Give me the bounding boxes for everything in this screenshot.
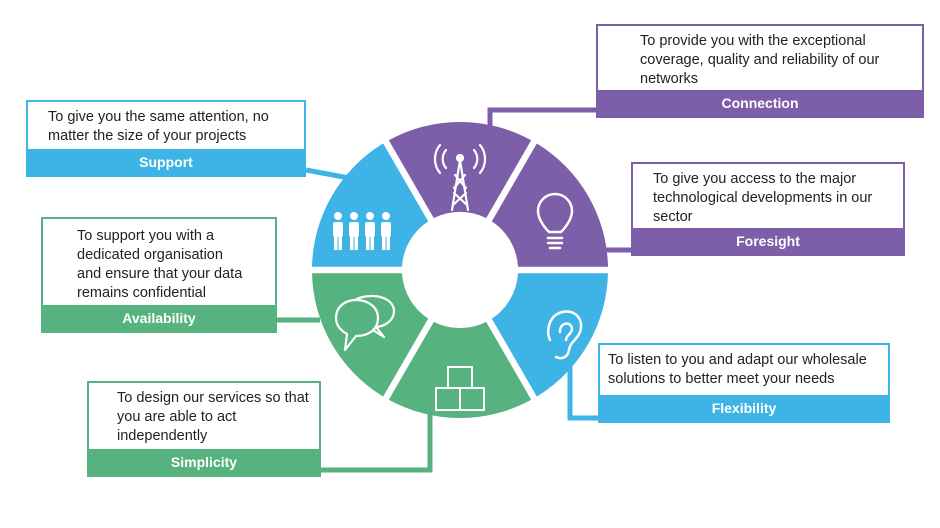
availability-title: Availability: [43, 305, 275, 331]
support-title: Support: [28, 149, 304, 175]
ear-icon: [546, 310, 583, 360]
people-icon: [333, 212, 391, 250]
flexibility-title: Flexibility: [600, 395, 888, 421]
connector-line: [321, 392, 433, 473]
support-card: To give you the same attention, no matte…: [26, 100, 306, 177]
support-description: To give you the same attention, no matte…: [48, 109, 269, 144]
foresight-title: Foresight: [633, 228, 903, 254]
simplicity-title: Simplicity: [89, 449, 319, 475]
speech-bubbles-icon: [334, 294, 396, 352]
simplicity-card: To design our services so that you are a…: [87, 381, 321, 477]
stacked-boxes-icon: [435, 366, 485, 411]
flexibility-description: To listen to you and adapt our wholesale…: [608, 352, 867, 387]
lightbulb-icon: [536, 192, 574, 250]
connector-line: [567, 345, 598, 421]
availability-description: To support you with a dedicated organisa…: [77, 228, 243, 301]
antenna-tower-icon: [433, 143, 487, 212]
segment-flexibility: [491, 273, 608, 397]
connection-card: To provide you with the exceptional cove…: [596, 24, 924, 118]
foresight-card: To give you access to the major technolo…: [631, 162, 905, 256]
flexibility-card: To listen to you and adapt our wholesale…: [598, 343, 890, 423]
simplicity-description: To design our services so that you are a…: [117, 390, 309, 444]
segment-connection: [388, 121, 532, 219]
segment-foresight: [491, 143, 608, 267]
connection-description: To provide you with the exceptional cove…: [640, 33, 880, 87]
connection-title: Connection: [598, 90, 922, 116]
foresight-description: To give you access to the major technolo…: [653, 171, 873, 225]
availability-card: To support you with a dedicated organisa…: [41, 217, 277, 333]
segment-simplicity: [388, 321, 532, 419]
